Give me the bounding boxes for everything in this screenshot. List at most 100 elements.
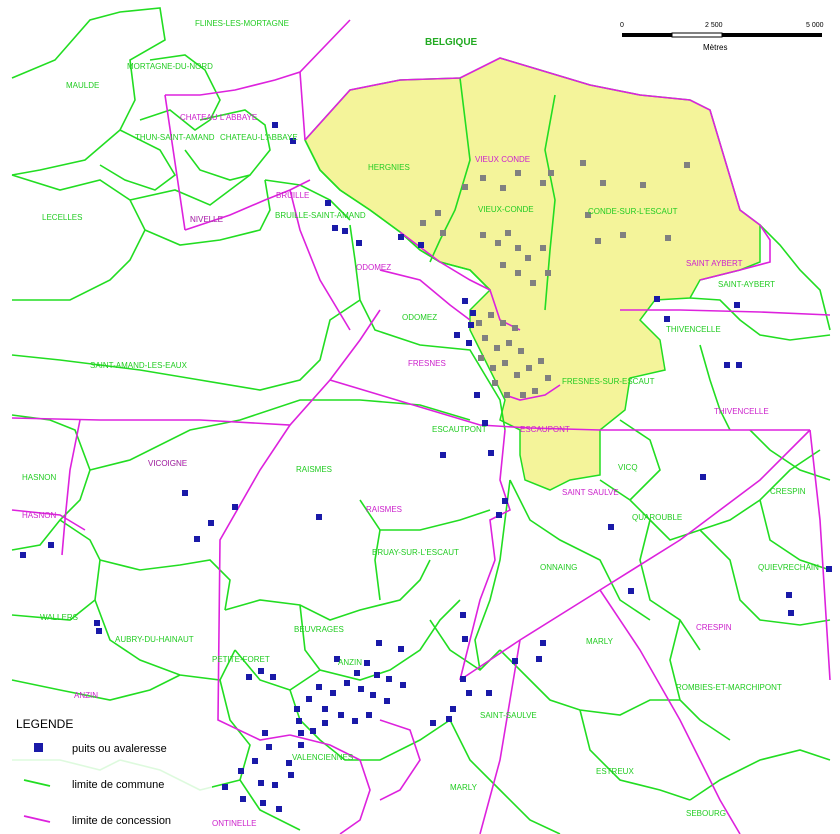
well: [538, 358, 544, 364]
legend-commune-line: [23, 779, 51, 787]
concession-label: RAISMES: [366, 505, 402, 514]
well: [322, 706, 328, 712]
well: [504, 392, 510, 398]
commune-label: HERGNIES: [368, 163, 410, 172]
well: [440, 452, 446, 458]
well: [296, 718, 302, 724]
commune-label: ANZIN: [338, 658, 362, 667]
well: [500, 262, 506, 268]
commune-label: BRUAY-SUR-L'ESCAUT: [372, 548, 459, 557]
blue-wells: [20, 122, 832, 812]
scale-tick-2: 5 000: [806, 22, 824, 29]
well: [370, 692, 376, 698]
legend-commune-label: limite de commune: [72, 779, 164, 791]
commune-label: MORTAGNE-DU-NORD: [127, 62, 213, 71]
commune-label: FLINES-LES-MORTAGNE: [195, 19, 289, 28]
well: [495, 240, 501, 246]
well: [272, 782, 278, 788]
concession-boundaries: [11, 19, 831, 834]
well: [20, 552, 26, 558]
well: [338, 712, 344, 718]
commune-label: RAISMES: [296, 465, 332, 474]
commune-label: MARLY: [586, 637, 614, 646]
well: [532, 388, 538, 394]
well: [786, 592, 792, 598]
well: [454, 332, 460, 338]
well: [585, 212, 591, 218]
commune-labels: FLINES-LES-MORTAGNE MAULDE MORTAGNE-DU-N…: [22, 19, 819, 818]
well: [270, 674, 276, 680]
commune-label: BRUILLE-SAINT-AMAND: [275, 211, 366, 220]
concession-label: SAINT AYBERT: [686, 259, 743, 268]
well: [526, 365, 532, 371]
well: [488, 312, 494, 318]
well: [194, 536, 200, 542]
well: [334, 656, 340, 662]
concession-label: VIEUX CONDE: [475, 155, 530, 164]
well: [462, 298, 468, 304]
concession-label: BRUILLE: [276, 191, 309, 200]
commune-label: SAINT-AMAND-LES-EAUX: [90, 361, 188, 370]
well: [240, 796, 246, 802]
well: [520, 392, 526, 398]
concession-label: ANZIN: [74, 691, 98, 700]
commune-label: VICOIGNE: [148, 459, 187, 468]
well: [330, 690, 336, 696]
commune-label: CHATEAU-L'ABBAYE: [220, 133, 298, 142]
well: [488, 450, 494, 456]
well: [494, 345, 500, 351]
well: [515, 170, 521, 176]
well: [500, 185, 506, 191]
commune-label: ROMBIES-ET-MARCHIPONT: [676, 683, 782, 692]
well: [620, 232, 626, 238]
well: [500, 320, 506, 326]
concession-label: FRESNES: [408, 359, 446, 368]
well: [608, 524, 614, 530]
well: [260, 800, 266, 806]
well: [468, 322, 474, 328]
commune-label: SAINT-AYBERT: [718, 280, 775, 289]
scale-unit: Mètres: [703, 43, 727, 52]
well: [540, 245, 546, 251]
well: [342, 228, 348, 234]
well: [344, 680, 350, 686]
well: [548, 170, 554, 176]
legend-concession-line: [23, 815, 51, 823]
commune-label: PETITE-FORET: [212, 655, 270, 664]
commune-label: WALLERS: [40, 613, 78, 622]
well: [294, 706, 300, 712]
well: [700, 474, 706, 480]
commune-label: ODOMEZ: [402, 313, 437, 322]
legend: LEGENDE puits ou avaleresse limite de co…: [12, 712, 212, 834]
commune-label: VALENCIENNES: [292, 753, 353, 762]
well: [286, 760, 292, 766]
well: [654, 296, 660, 302]
well: [545, 270, 551, 276]
well: [665, 235, 671, 241]
commune-label: THUN-SAINT-AMAND: [135, 133, 215, 142]
well: [512, 658, 518, 664]
well: [222, 784, 228, 790]
well: [474, 392, 480, 398]
well: [276, 806, 282, 812]
well: [530, 280, 536, 286]
well: [462, 184, 468, 190]
well: [545, 375, 551, 381]
well: [258, 668, 264, 674]
well: [628, 588, 634, 594]
well: [435, 210, 441, 216]
well: [536, 656, 542, 662]
well: [502, 498, 508, 504]
well: [518, 348, 524, 354]
well: [466, 690, 472, 696]
commune-label: LECELLES: [42, 213, 82, 222]
commune-label: MARLY: [450, 783, 478, 792]
well: [595, 238, 601, 244]
legend-well-symbol: [34, 743, 43, 752]
commune-label: VICQ: [618, 463, 638, 472]
well: [298, 730, 304, 736]
commune-label: SAINT-SAULVE: [480, 711, 537, 720]
commune-label: THIVENCELLE: [666, 325, 721, 334]
well: [208, 520, 214, 526]
concession-label: ONTINELLE: [212, 819, 256, 828]
